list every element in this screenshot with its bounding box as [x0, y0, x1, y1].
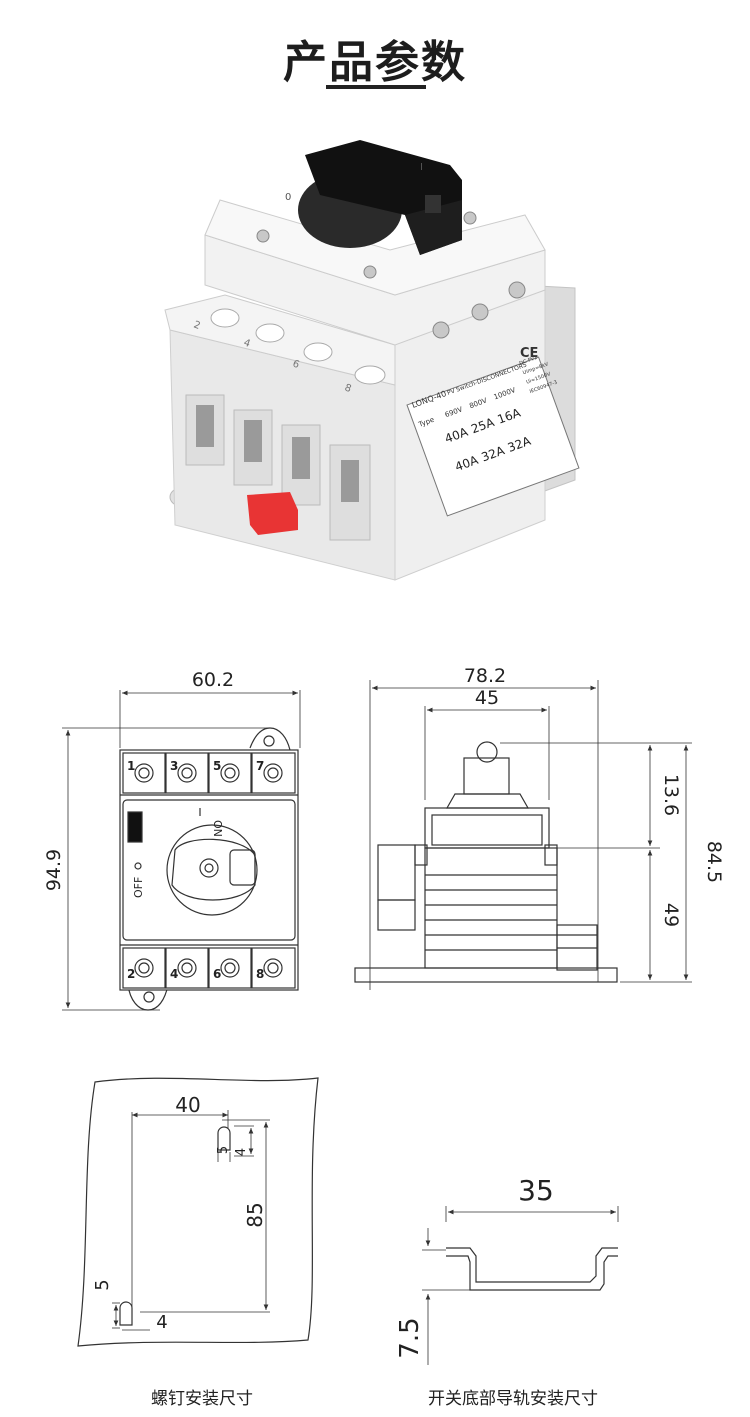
side-knob-height-dim: 13.6 [660, 774, 682, 816]
side-total-height-dim: 84.5 [703, 841, 725, 883]
front-terminal-8: 8 [256, 967, 264, 981]
photo-terminal-6: 6 [291, 358, 301, 371]
front-on-label: ON [211, 820, 224, 837]
screw-mount-caption: 螺钉安装尺寸 [151, 1389, 253, 1409]
photo-terminal-8: 8 [343, 382, 353, 395]
front-terminal-4: 4 [170, 967, 178, 981]
front-width-dim: 60.2 [192, 669, 234, 691]
screw-hole-dim-c: 5 [92, 1279, 113, 1290]
front-terminal-1: 1 [127, 759, 135, 773]
front-terminal-3: 3 [170, 759, 178, 773]
side-total-width-dim: 78.2 [464, 665, 506, 687]
screw-hole-dim-b: 4 [234, 1148, 249, 1156]
screw-hole-dim-d: 4 [156, 1312, 167, 1333]
front-terminal-7: 7 [256, 759, 264, 773]
title-underline [326, 85, 426, 89]
photo-terminal-4: 4 [242, 337, 252, 350]
side-body-height-dim: 49 [660, 903, 682, 927]
rail-mount-caption: 开关底部导轨安装尺寸 [428, 1389, 598, 1409]
rail-width-dim: 35 [518, 1174, 554, 1207]
screw-mount-drawing [77, 1077, 319, 1347]
front-height-dim: 94.9 [43, 849, 65, 891]
photo-terminal-2: 2 [192, 319, 202, 332]
side-view-drawing [354, 680, 692, 990]
screw-h-dim: 40 [175, 1093, 200, 1117]
front-off-label: OFF [132, 877, 145, 898]
side-inner-width-dim: 45 [475, 687, 499, 709]
front-terminal-2: 2 [127, 967, 135, 981]
rail-mount-drawing [422, 1206, 619, 1365]
rail-depth-dim: 7.5 [395, 1317, 425, 1358]
photo-handle-0: 0 [285, 192, 291, 203]
photo-handle-1: I [420, 162, 423, 173]
page-title: 产品参数 [283, 37, 467, 88]
front-view-drawing [62, 690, 301, 1011]
front-terminal-6: 6 [213, 967, 221, 981]
screw-v-dim: 85 [243, 1202, 267, 1227]
ce-mark: CE [520, 346, 538, 361]
screw-hole-dim-a: 5 [216, 1146, 231, 1154]
product-photo: LONQ-40 PV Switch-DISCONNECTORS CE Type … [164, 140, 580, 581]
front-terminal-5: 5 [213, 759, 221, 773]
